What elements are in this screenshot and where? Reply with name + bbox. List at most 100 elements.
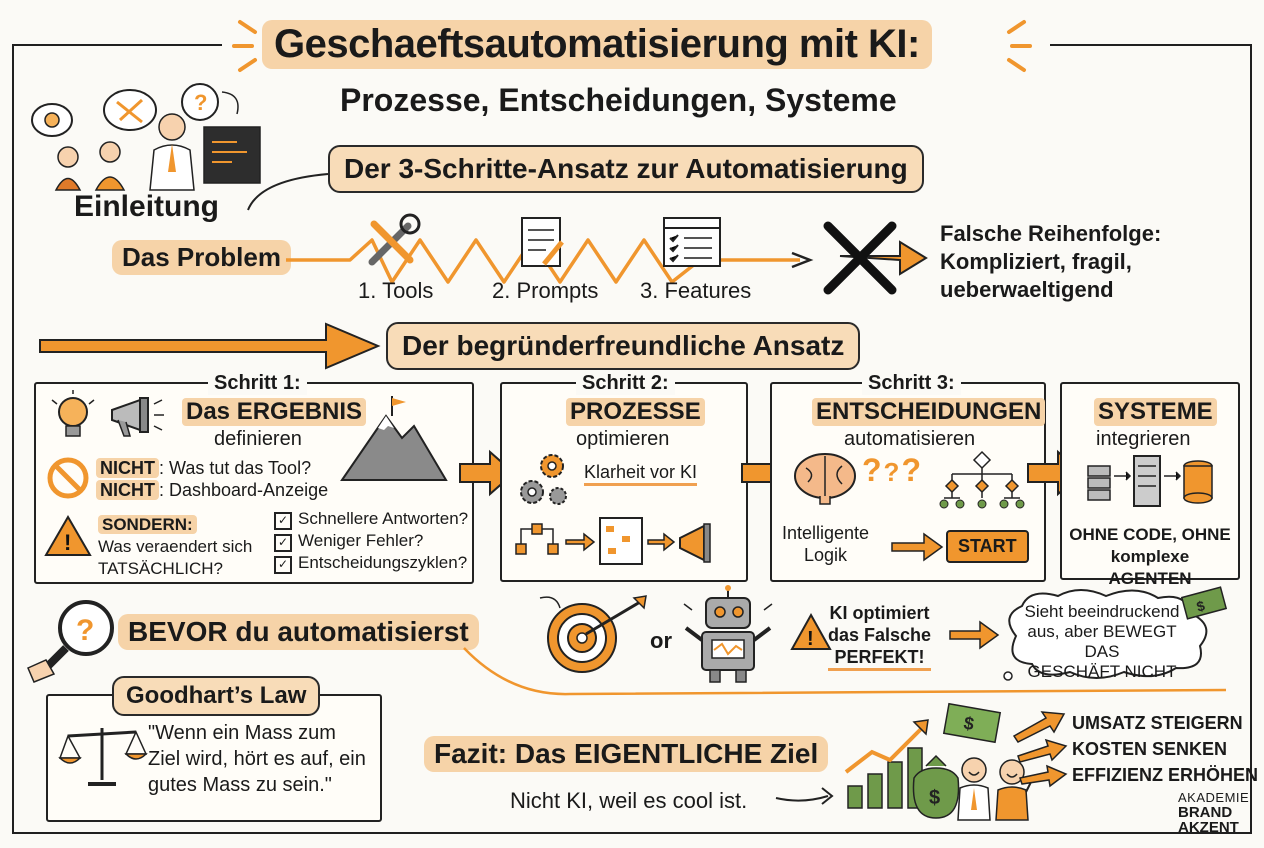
step4-note: OHNE CODE, OHNE komplexe AGENTEN (1068, 524, 1232, 590)
decision-tree-icon (939, 450, 1025, 509)
wrong-order-text: Falsche Reihenfolge: Kompliziert, fragil… (940, 220, 1161, 304)
money-icon: $ $ (912, 702, 1002, 819)
step4-title: SYSTEME (1094, 398, 1217, 426)
before-connector (463, 647, 1227, 696)
goal-item: KOSTEN SENKEN (1072, 739, 1228, 759)
thought-cloud-icon: $ (1003, 586, 1228, 681)
step3-title: ENTSCHEIDUNGEN (812, 398, 1046, 426)
step4-note-line2: komplexe AGENTEN (1108, 547, 1192, 588)
before-warning-line1: KI optimiert (829, 603, 930, 623)
step2-subtitle: optimieren (576, 428, 670, 450)
step1-not2-key: NICHT (96, 480, 159, 500)
svg-text:?: ? (194, 90, 207, 115)
conclusion-label: Fazit: Das EIGENTLICHE Ziel (424, 736, 829, 772)
svg-text:?: ? (76, 614, 94, 647)
prohibited-icon (47, 457, 89, 499)
title-sparkles-icon (232, 20, 1032, 72)
step2-label: Schritt 2: (576, 372, 675, 395)
wrong-order-line3: ueberwaeltigend (940, 277, 1114, 302)
approach-pill: Der 3-Schritte-Ansatz zur Automatisierun… (328, 145, 924, 193)
step1-but-key: SONDERN: (98, 515, 197, 534)
step1-not1-key: NICHT (96, 458, 159, 478)
wrong-order-x-arrow-icon (823, 221, 928, 295)
goal-item: EFFIZIENZ ERHÖHEN (1072, 765, 1259, 785)
frame-border (12, 44, 1252, 834)
problem-step-prompts: 2. Prompts (492, 278, 599, 303)
step1-not2-text: : Dashboard-Anzeige (159, 480, 329, 500)
problem-zigzag-line (286, 238, 814, 284)
wrong-order-line2: Kompliziert, fragil, (940, 249, 1132, 274)
goodhart-quote-line3: gutes Mass zu sein." (148, 774, 332, 796)
warning-icon: ! (790, 612, 832, 650)
mountain-flag-icon (340, 396, 448, 481)
friendly-approach-pill: Der begründerfreundliche Ansatz (386, 322, 861, 370)
step1-label: Schritt 1: (208, 372, 307, 395)
conclusion-note: Nicht KI, weil es cool ist. (510, 788, 748, 813)
gears-icon (520, 454, 567, 505)
problem-label: Das Problem (112, 240, 291, 275)
step1-check-item: ✓ Schnellere Antworten? (274, 508, 468, 530)
warning-icon: ! (44, 515, 92, 556)
svg-text:!: ! (807, 628, 814, 650)
target-arrow-icon (539, 595, 647, 673)
page-subtitle: Prozesse, Entscheidungen, Systeme (340, 82, 897, 118)
process-flow-icon (515, 517, 711, 565)
cloud-line3: GESCHÄFT NICHT (1027, 662, 1177, 681)
thought-cloud-text: Sieht beeindruckend aus, aber BEWEGT DAS… (1010, 602, 1194, 682)
frame-top-left-line (12, 44, 222, 46)
step1-but-line1: Was veraendert sich (98, 537, 253, 556)
intro-people-icon: ? (31, 83, 261, 191)
logic-arrow-icon (891, 532, 944, 562)
step1-check-item: ✓Weniger Fehler? (274, 530, 468, 552)
problem-step-tools: 1. Tools (358, 278, 434, 303)
lightbulb-icon (51, 390, 95, 437)
magnifier-question-icon: ? (27, 600, 114, 683)
brand-logo: AKADEMIE BRAND AKZENT (1178, 790, 1249, 835)
checkbox-icon: ✓ (274, 512, 292, 530)
step2-title: PROZESSE (566, 398, 705, 426)
step1-check-label: Weniger Fehler? (298, 531, 424, 550)
step1-title: Das ERGEBNIS (182, 398, 367, 426)
step2-note: Klarheit vor KI (584, 462, 698, 486)
brand-line2: BRAND (1178, 804, 1233, 821)
step3-subtitle: automatisieren (844, 428, 976, 450)
server-database-icon (1087, 455, 1213, 507)
step1-check-label: Schnellere Antworten? (298, 509, 469, 528)
wrong-order-title: Falsche Reihenfolge: (940, 221, 1162, 246)
brand-line3: AKZENT (1178, 819, 1239, 836)
svg-text:$: $ (929, 787, 940, 809)
cloud-line2: aus, aber BEWEGT DAS (1027, 622, 1177, 661)
page-title: Geschaeftsautomatisierung mit KI: (262, 20, 932, 69)
goodhart-quote: "Wenn ein Mass zum Ziel wird, hört es au… (148, 720, 366, 798)
step1-not1-text: : Was tut das Tool? (159, 458, 312, 478)
goodhart-quote-line2: Ziel wird, hört es auf, ein (148, 748, 366, 770)
goals-list: UMSATZ STEIGERN KOSTEN SENKEN EFFIZIENZ … (1072, 710, 1258, 788)
megaphone-icon (111, 397, 164, 437)
warning-arrow-icon (949, 620, 1000, 650)
step3-logic: Intelligente Logik (782, 522, 869, 566)
step1-not2: NICHT: Dashboard-Anzeige (96, 480, 328, 501)
before-warning-line3: PERFEKT! (828, 646, 932, 671)
start-button: START (946, 530, 1029, 563)
cloud-line1: Sieht beeindruckend (1024, 602, 1180, 621)
svg-text:!: ! (64, 530, 71, 555)
step1-check-label: Entscheidungszyklen? (298, 553, 468, 572)
goodhart-quote-line1: "Wenn ein Mass zum (148, 722, 336, 744)
frame-top-right-line (1050, 44, 1250, 46)
robot-icon (683, 585, 773, 683)
step1-but-line2: TATSÄCHLICH? (98, 559, 224, 578)
intro-label: Einleitung (74, 190, 219, 223)
prompts-icon (521, 217, 564, 267)
step1-but: SONDERN: Was veraendert sich TATSÄCHLICH… (98, 514, 252, 580)
step4-note-line1: OHNE CODE, OHNE (1069, 525, 1231, 544)
brand-line1: AKADEMIE (1178, 790, 1250, 805)
intro-connector (247, 173, 329, 211)
goals-arrows-icon (1012, 711, 1068, 788)
brain-icon (794, 453, 856, 505)
svg-text:$: $ (1195, 597, 1207, 615)
happy-people-icon (957, 757, 1035, 821)
before-warning: KI optimiert das Falsche PERFEKT! (828, 602, 932, 671)
svg-text:$: $ (962, 713, 975, 734)
tools-icon (368, 213, 421, 266)
conclusion-arrow-icon (775, 787, 834, 805)
